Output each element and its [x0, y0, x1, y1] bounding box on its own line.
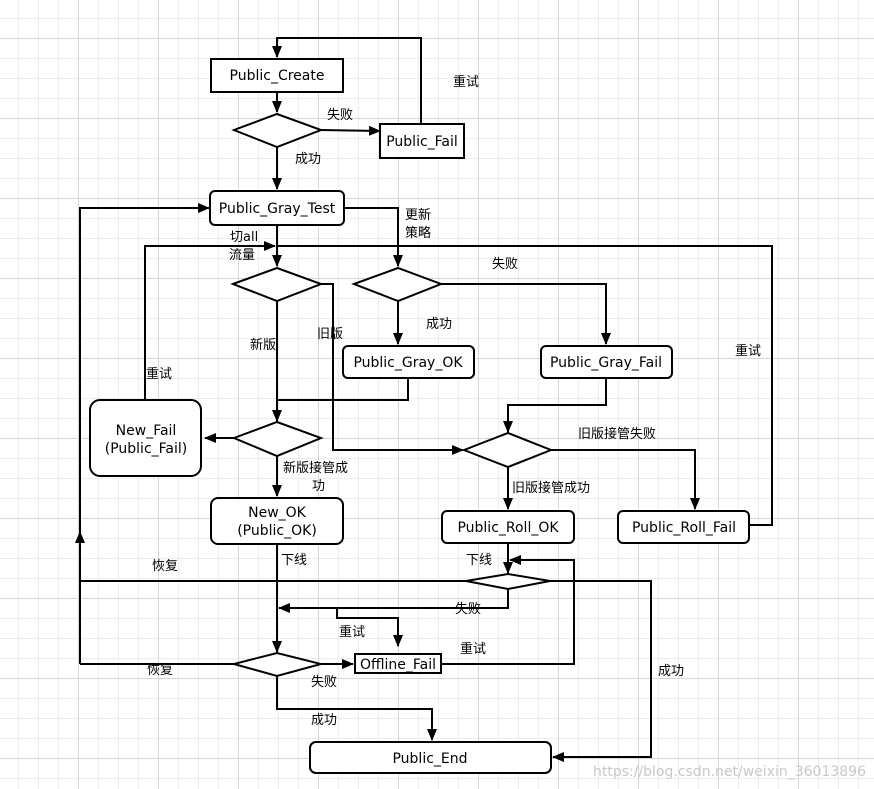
node-public-roll-ok-label: Public_Roll_OK [457, 520, 559, 536]
label-recover-bottom: 恢复 [147, 663, 173, 678]
node-offline-fail [354, 653, 442, 674]
label-gray-success: 成功 [426, 317, 452, 332]
node-public-gray-test [209, 190, 345, 226]
edge-old-version [321, 283, 464, 455]
node-public-create [210, 58, 344, 93]
node-public-gray-fail-label: Public_Gray_Fail [550, 355, 662, 371]
node-public-fail [379, 123, 465, 159]
node-public-roll-fail [617, 510, 750, 544]
node-public-gray-ok-label: Public_Gray_OK [353, 355, 463, 371]
node-new-fail [89, 399, 202, 477]
edge-roll-offline-success [550, 580, 652, 762]
edge-retry-to-create [272, 37, 422, 128]
node-public-roll-fail-label: Public_Roll_Fail [632, 520, 736, 536]
decision-old-takeover [461, 431, 554, 469]
label-recover-top: 恢复 [152, 559, 178, 574]
node-public-gray-ok [342, 345, 475, 379]
node-public-end-label: Public_End [392, 751, 467, 767]
edge-gray-fail [441, 283, 611, 345]
edge-retry-offline-top [336, 608, 403, 647]
label-new-takeover-success-1: 新版接管成 [283, 460, 348, 476]
decision-new-takeover [231, 420, 324, 458]
edge-offline-success [276, 676, 437, 741]
label-switch-traffic-2: 流量 [229, 248, 255, 263]
label-fail-offline: 失败 [311, 675, 337, 690]
nodes: Public_Create Public_Fail Public_Gray_Te… [89, 58, 750, 774]
node-public-fail-label: Public_Fail [386, 134, 458, 150]
decision-offline [230, 651, 325, 678]
node-new-fail-label-2: (Public_Fail) [105, 441, 187, 457]
label-success-create: 成功 [295, 152, 321, 167]
label-retry-new: 重试 [146, 366, 172, 382]
label-retry-offline-right: 重试 [460, 641, 486, 657]
label-retry-top: 重试 [453, 74, 479, 90]
node-new-ok [210, 497, 344, 545]
edge-new-fail-retry [144, 241, 276, 400]
node-public-create-label: Public_Create [230, 68, 325, 84]
node-public-gray-test-label: Public_Gray_Test [219, 201, 336, 217]
edge-labels: 重试 失败 成功 更新 策略 切all 流量 失败 成功 新版 旧版 重试 重试… [146, 74, 761, 728]
edges [75, 37, 773, 762]
label-retry-offline-top: 重试 [339, 624, 365, 640]
label-offline-right: 下线 [466, 553, 492, 568]
node-new-fail-label-1: New_Fail [116, 423, 177, 439]
edge-roll-offline-fail [278, 589, 509, 613]
edge-recover-to-gray-test [79, 203, 210, 664]
label-switch-traffic-1: 切all [230, 230, 258, 245]
decision-create [231, 112, 324, 149]
node-offline-fail-label: Offline_Fail [360, 657, 436, 673]
label-gray-fail: 失败 [492, 257, 518, 272]
label-old-takeover-fail: 旧版接管失败 [578, 426, 656, 442]
edge-old-takeover-fail [551, 449, 700, 510]
label-success-offline: 成功 [311, 713, 337, 728]
label-old-takeover-success: 旧版接管成功 [512, 480, 590, 496]
edge-retry-offline-right [441, 555, 575, 665]
node-public-end [309, 741, 552, 774]
label-new-version: 新版 [250, 337, 276, 353]
edge-decision-to-public-fail [320, 125, 381, 136]
label-success-roll-end: 成功 [658, 664, 684, 679]
decision-update-strategy [351, 266, 444, 303]
label-fail-roll-offline: 失败 [455, 602, 481, 617]
edge-gray-fail-to-rollback [503, 378, 607, 433]
decision-switch-traffic [230, 266, 324, 303]
label-fail-create: 失败 [327, 108, 353, 123]
edge-recover-top [75, 531, 466, 582]
watermark: https://blog.csdn.net/weixin_36013896 [593, 764, 866, 780]
edge-roll-fail-retry [277, 245, 773, 526]
edge-gray-ok-merge [277, 378, 409, 401]
label-update-strategy-1: 更新 [405, 207, 431, 223]
label-update-strategy-2: 策略 [405, 225, 431, 241]
node-public-gray-fail [540, 345, 673, 379]
node-new-ok-label-1: New_OK [248, 505, 307, 521]
node-new-ok-label-2: (Public_OK) [237, 523, 317, 539]
label-offline-left: 下线 [281, 553, 307, 568]
label-old-version: 旧版 [317, 327, 343, 342]
label-retry-roll: 重试 [735, 343, 761, 359]
label-new-takeover-success-2: 功 [312, 479, 325, 494]
decision-roll-offline [465, 572, 551, 591]
edge-gray-test-to-strategy [344, 207, 403, 267]
node-public-roll-ok [441, 510, 575, 544]
